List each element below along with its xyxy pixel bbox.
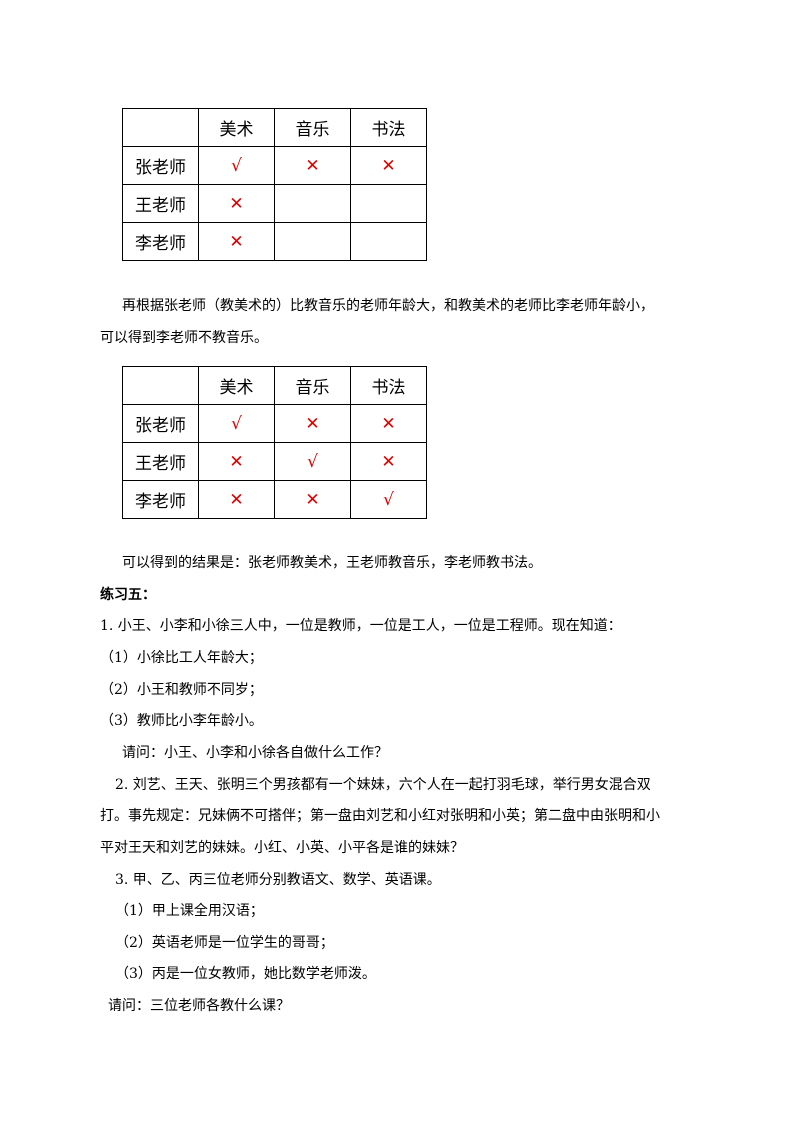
header-art: 美术 — [198, 366, 275, 405]
question-3-condition: （3）丙是一位女教师，她比数学老师泼。 — [115, 966, 376, 982]
check-mark: √ — [350, 480, 427, 519]
question-1-condition: （1）小徐比工人年龄大； — [100, 650, 263, 666]
table-corner-cell — [122, 108, 199, 147]
check-mark: √ — [274, 442, 351, 481]
check-mark: √ — [198, 146, 275, 185]
empty-cell — [274, 184, 351, 223]
header-music: 音乐 — [274, 108, 351, 147]
question-1-condition: （3）教师比小李年龄小。 — [100, 713, 263, 729]
question-2-line: 平对王天和刘艺的妹妹。小红、小英、小平各是谁的妹妹？ — [100, 840, 464, 856]
paragraph-line: 再根据张老师（教美术的）比教音乐的老师年龄大，和教美术的老师比李老师年龄小， — [122, 298, 654, 314]
table-teacher-subject-1: 美术 音乐 书法 张老师 √ ✕ ✕ 王老师 ✕ 李老师 ✕ — [122, 108, 427, 261]
header-music: 音乐 — [274, 366, 351, 405]
cross-mark: ✕ — [350, 404, 427, 443]
empty-cell — [350, 222, 427, 261]
row-label-zhang: 张老师 — [122, 146, 199, 185]
cross-mark: ✕ — [274, 146, 351, 185]
header-calligraphy: 书法 — [350, 366, 427, 405]
table-row: 王老师 ✕ √ ✕ — [122, 442, 427, 481]
question-1-condition: （2）小王和教师不同岁； — [100, 682, 263, 698]
cross-mark: ✕ — [198, 222, 275, 261]
cross-mark: ✕ — [274, 480, 351, 519]
cross-mark: ✕ — [198, 184, 275, 223]
question-3-ask: 请问：三位老师各教什么课？ — [108, 998, 290, 1014]
header-calligraphy: 书法 — [350, 108, 427, 147]
cross-mark: ✕ — [274, 404, 351, 443]
empty-cell — [350, 184, 427, 223]
table-header-row: 美术 音乐 书法 — [122, 366, 427, 405]
cross-mark: ✕ — [198, 480, 275, 519]
exercise-title: 练习五： — [100, 587, 156, 603]
check-mark: √ — [198, 404, 275, 443]
empty-cell — [274, 222, 351, 261]
paragraph-line: 可以得到李老师不教音乐。 — [100, 330, 268, 346]
table-row: 张老师 √ ✕ ✕ — [122, 404, 427, 443]
table-row: 李老师 ✕ ✕ √ — [122, 480, 427, 519]
row-label-wang: 王老师 — [122, 442, 199, 481]
cross-mark: ✕ — [198, 442, 275, 481]
question-3-condition: （2）英语老师是一位学生的哥哥； — [115, 935, 334, 951]
question-2-line: 打。事先规定：兄妹俩不可搭伴；第一盘由刘艺和小红对张明和小英；第二盘中由张明和小 — [100, 808, 660, 824]
table-row: 李老师 ✕ — [122, 222, 427, 261]
table-row: 王老师 ✕ — [122, 184, 427, 223]
header-art: 美术 — [198, 108, 275, 147]
table-row: 张老师 √ ✕ ✕ — [122, 146, 427, 185]
table-header-row: 美术 音乐 书法 — [122, 108, 427, 147]
row-label-li: 李老师 — [122, 480, 199, 519]
row-label-wang: 王老师 — [122, 184, 199, 223]
question-1-ask: 请问：小王、小李和小徐各自做什么工作？ — [122, 745, 388, 761]
cross-mark: ✕ — [350, 146, 427, 185]
question-3-condition: （1）甲上课全用汉语； — [115, 903, 264, 919]
row-label-zhang: 张老师 — [122, 404, 199, 443]
question-1-stem: 1. 小王、小李和小徐三人中，一位是教师，一位是工人，一位是工程师。现在知道： — [100, 618, 622, 634]
result-text: 可以得到的结果是：张老师教美术，王老师教音乐，李老师教书法。 — [122, 555, 542, 571]
table-teacher-subject-2: 美术 音乐 书法 张老师 √ ✕ ✕ 王老师 ✕ √ ✕ 李老师 ✕ ✕ √ — [122, 366, 427, 519]
row-label-li: 李老师 — [122, 222, 199, 261]
question-2-line: 2. 刘艺、王天、张明三个男孩都有一个妹妹，六个人在一起打羽毛球，举行男女混合双 — [115, 777, 651, 793]
table-corner-cell — [122, 366, 199, 405]
cross-mark: ✕ — [350, 442, 427, 481]
question-3-stem: 3. 甲、乙、丙三位老师分别教语文、数学、英语课。 — [115, 872, 441, 888]
